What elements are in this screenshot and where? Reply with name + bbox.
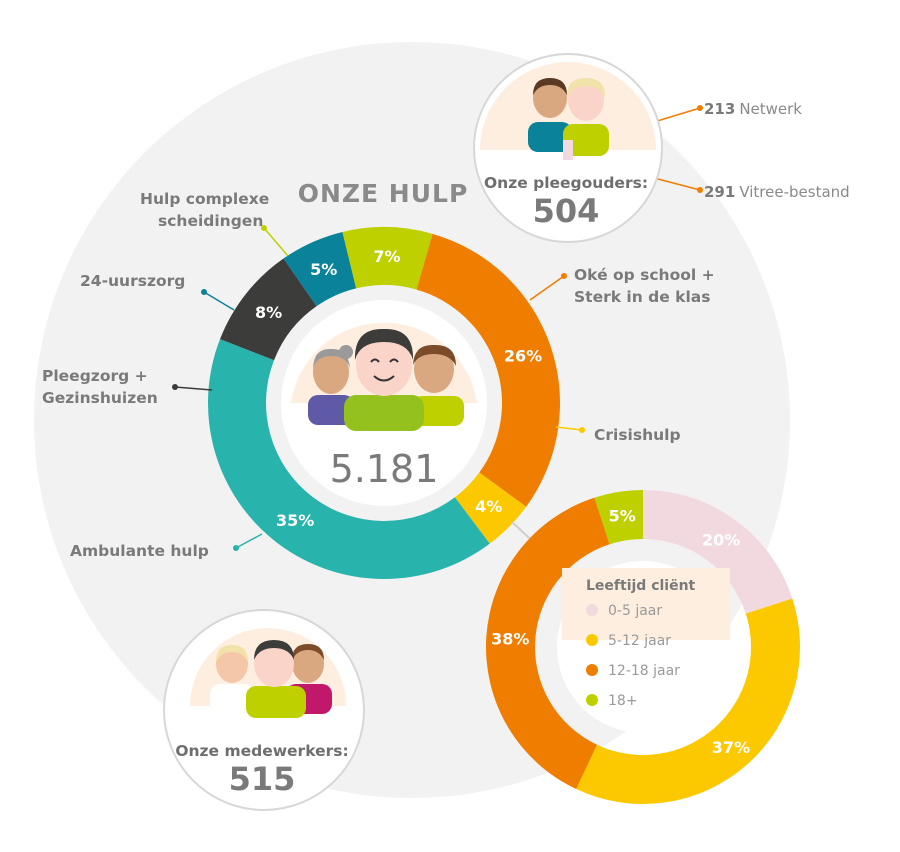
svg-text:24-uurszorg: 24-uurszorg [80,272,185,290]
main-slice-label-5: 7% [373,247,400,266]
age-legend-swatch-3 [586,694,598,706]
age-slice-label-3: 5% [609,507,636,526]
label-24-uurszorg: 24-uurszorg [80,272,235,311]
age-slice-3 [594,490,643,545]
main-slice-1 [454,472,527,544]
label-pleegzorg-line1: Pleegzorg + [42,367,148,385]
age-slice-label-0: 20% [702,530,740,549]
label-pleegzorg: Pleegzorg + Gezinshuizen [42,367,213,407]
svg-text:Crisishulp: Crisishulp [594,426,681,444]
main-total: 5.181 [330,447,439,491]
main-slice-3 [220,258,317,361]
label-pleegzorg-line2: Gezinshuizen [42,389,158,407]
age-legend-title: Leeftijd cliënt [586,578,696,594]
age-legend: Leeftijd cliënt 0-5 jaar 5-12 jaar 12-18 j… [586,578,696,709]
label-hulp-complexe: Hulp complexe scheidingen [140,190,289,257]
age-legend-swatch-1 [586,634,598,646]
main-category-labels: Oké op school + Sterk in de klas Crisish… [42,190,715,560]
label-oke-op-school-line1: Oké op school + [574,266,715,284]
staff-icon [190,628,346,718]
main-title: ONZE HULP [298,179,469,208]
main-slice-label-2: 35% [276,511,314,530]
label-crisishulp: Crisishulp [555,426,681,444]
age-slice-1 [576,598,801,805]
medewerkers-total: 515 [229,760,296,798]
couple-icon [480,62,656,160]
pleegouders-total: 504 [533,192,600,230]
pleegouders-title: Onze pleegouders: [484,174,648,192]
main-slice-2 [207,339,490,580]
age-legend-label-3: 18+ [608,693,638,709]
age-slice-2 [485,497,610,790]
label-hulp-complexe-line1: Hulp complexe [140,190,269,208]
age-legend-label-0: 0-5 jaar [608,603,662,619]
age-legend-swatch-2 [586,664,598,676]
age-slice-label-1: 37% [712,738,750,757]
people-icon [291,322,477,431]
main-slice-0 [416,233,560,507]
svg-text:Ambulante hulp: Ambulante hulp [70,542,209,560]
main-slice-4 [283,231,357,307]
age-slice-0 [643,490,793,614]
label-oke-op-school: Oké op school + Sterk in de klas [529,266,715,306]
main-slice-label-4: 5% [310,260,337,279]
main-slice-label-0: 26% [504,346,542,365]
age-legend-background [562,568,730,640]
main-slice-label-1: 4% [475,497,502,516]
main-donut-chart: 26% 4% 35% 8% 5% 7% [207,227,560,580]
age-legend-label-2: 12-18 jaar [608,663,680,679]
age-donut-chart: 20% 37% 38% 5% [485,490,801,805]
label-oke-op-school-line2: Sterk in de klas [574,288,711,306]
main-slice-5 [342,227,433,290]
medewerkers-panel: Onze medewerkers: 515 [163,609,365,811]
label-ambulante-hulp: Ambulante hulp [70,533,263,560]
medewerkers-title: Onze medewerkers: [175,742,348,760]
label-hulp-complexe-line2: scheidingen [158,212,263,230]
age-slice-label-2: 38% [491,630,529,649]
age-legend-label-1: 5-12 jaar [608,633,671,649]
main-slice-label-3: 8% [255,303,282,322]
age-legend-swatch-0 [586,604,598,616]
